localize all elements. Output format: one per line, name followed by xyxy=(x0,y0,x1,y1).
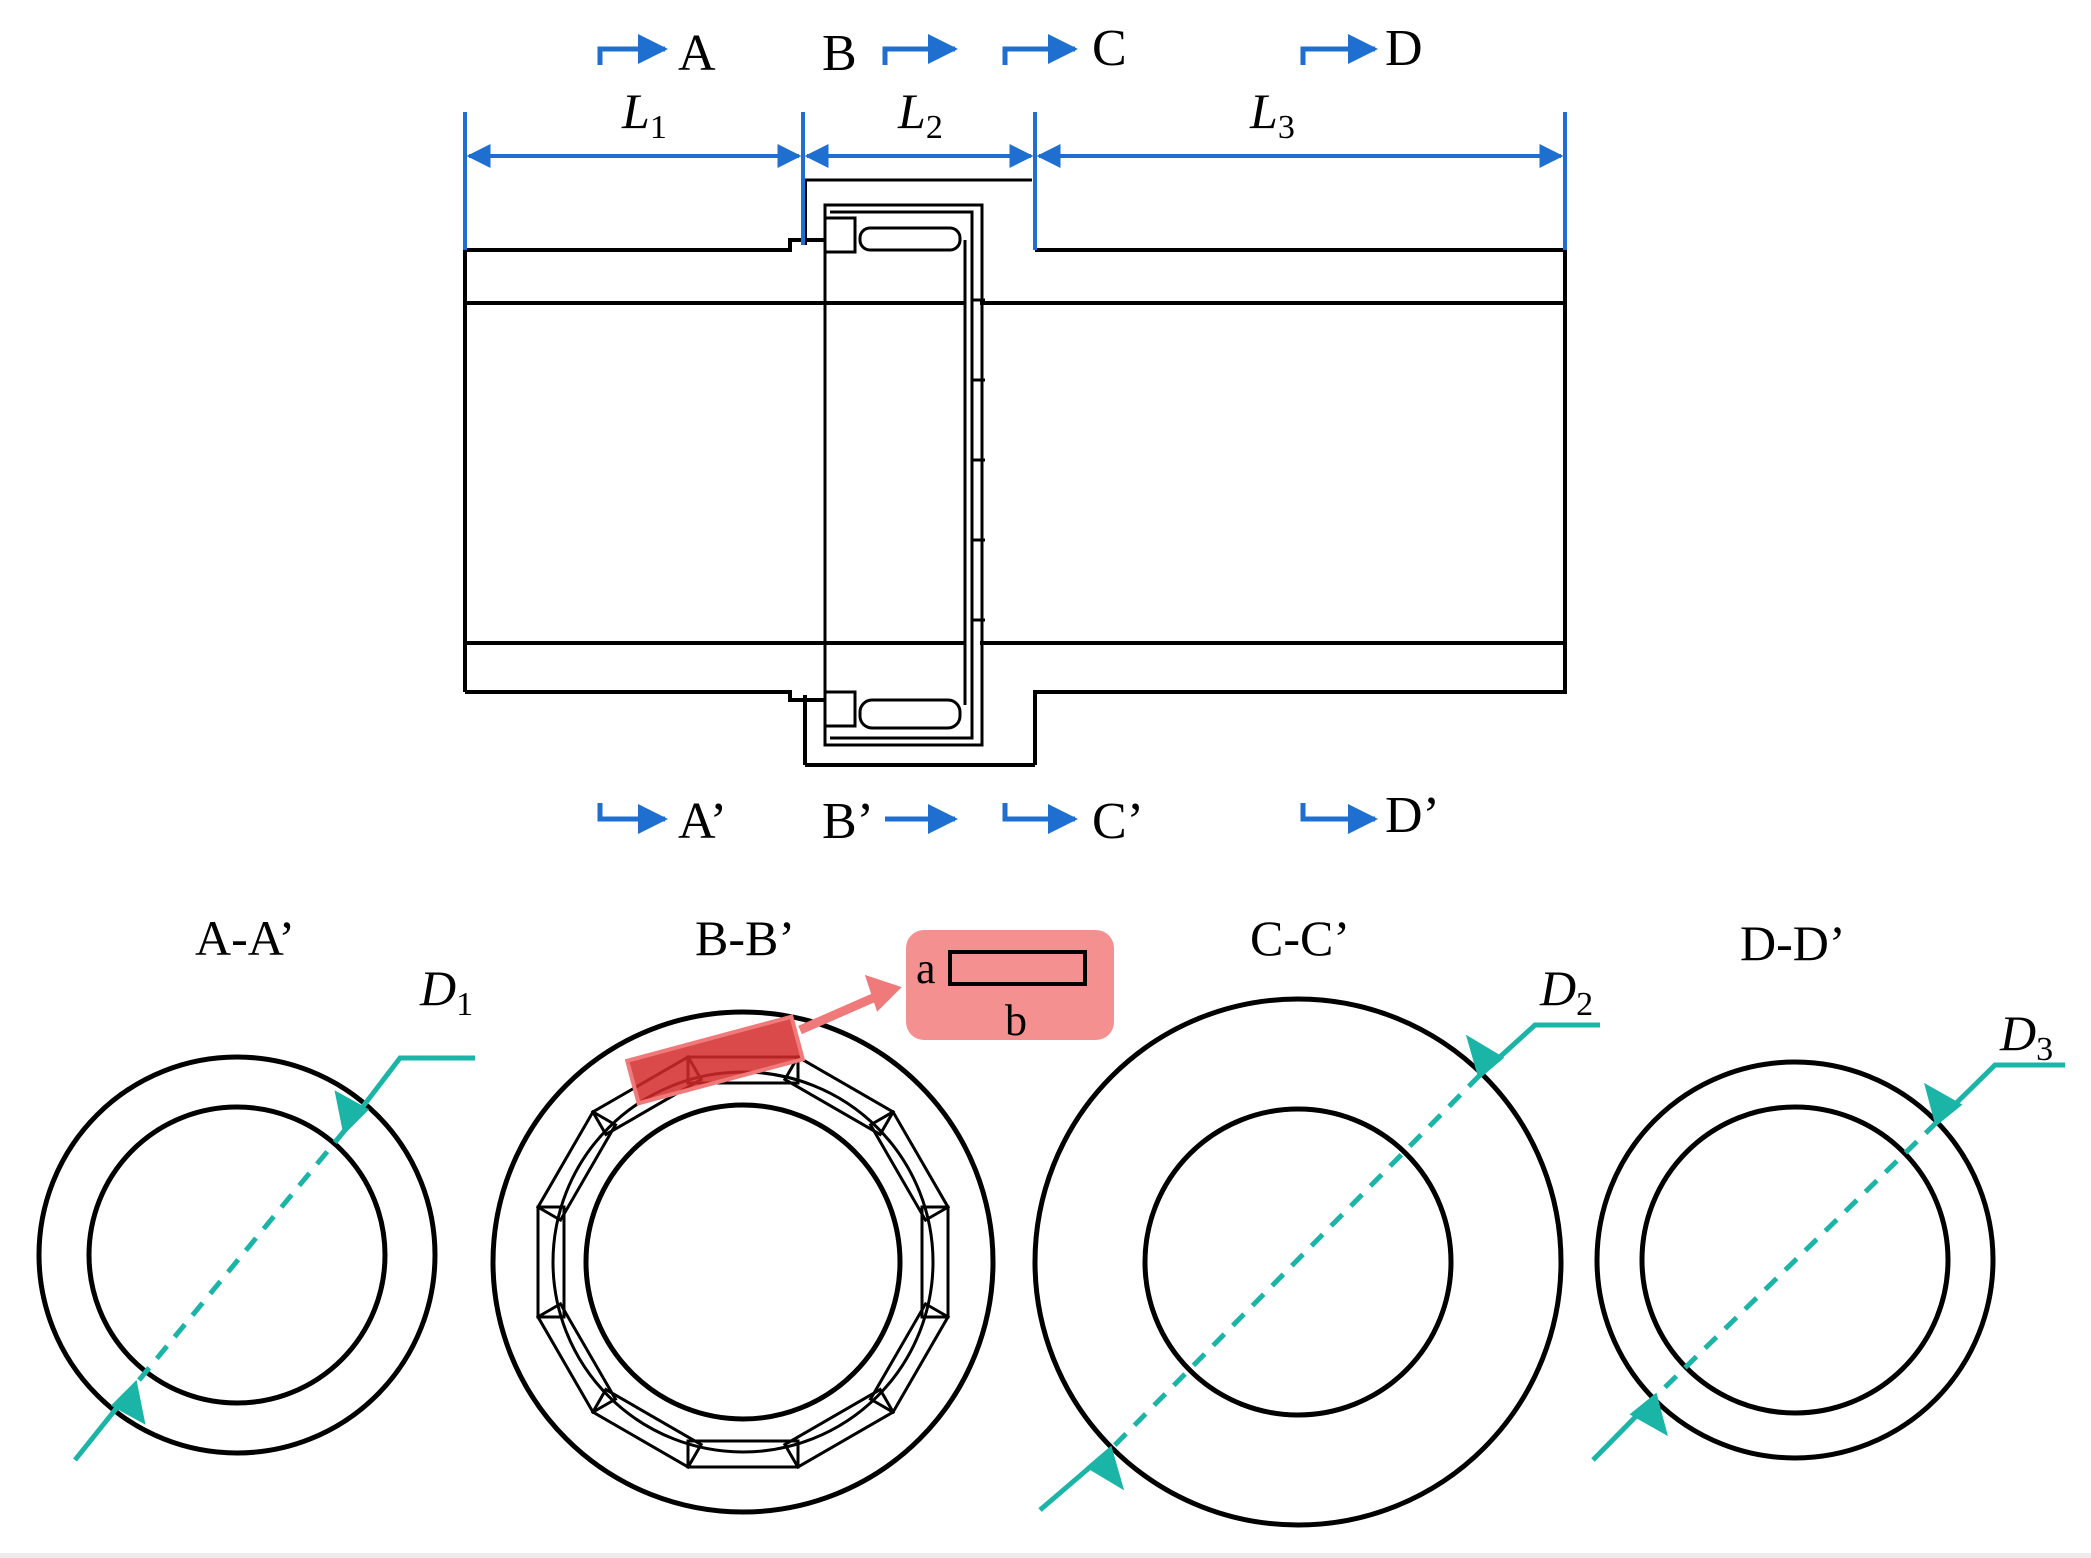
section-label-b-prime: B’ xyxy=(822,793,874,850)
length-label-1: L1 xyxy=(621,83,667,146)
section-labels-bottom: A’ B’ C’ D’ xyxy=(678,787,1440,850)
section-label-c: C xyxy=(1092,20,1127,77)
inset-label-a: a xyxy=(916,944,936,993)
section-label-a: A xyxy=(678,25,716,82)
diameter-label-2: D2 xyxy=(1539,960,1593,1023)
length-label-3: L3 xyxy=(1249,83,1295,146)
section-label-c-prime: C’ xyxy=(1092,793,1144,850)
section-view-d xyxy=(1594,1059,1996,1461)
section-title-c: C-C’ xyxy=(1250,910,1350,966)
diameter-labels: D1 D2 D3 xyxy=(419,960,2053,1068)
section-title-b: B-B’ xyxy=(695,910,795,966)
section-label-d-prime: D’ xyxy=(1385,787,1440,844)
section-view-b xyxy=(490,974,996,1515)
highlight-pointer xyxy=(798,990,882,1035)
diameter-label-3: D3 xyxy=(1999,1005,2053,1068)
right-pipe xyxy=(980,178,1567,765)
section-label-a-prime: A’ xyxy=(678,793,727,850)
section-label-b: B xyxy=(822,25,857,82)
highlighted-roller xyxy=(624,1014,806,1106)
section-view-a xyxy=(36,1054,438,1456)
housing xyxy=(803,178,1035,767)
section-titles: A-A’ B-B’ C-C’ D-D’ xyxy=(195,910,1846,971)
section-title-a: A-A’ xyxy=(195,910,295,966)
inset-label-b: b xyxy=(1005,996,1027,1045)
bearing-rollers xyxy=(535,1054,951,1470)
section-arrows-top xyxy=(597,34,1378,65)
roller-inset: a b xyxy=(906,930,1114,1045)
dimension-lines xyxy=(463,112,1567,250)
coupling-shell xyxy=(823,203,985,747)
length-label-2: L2 xyxy=(897,83,943,146)
section-labels-top: A B C D xyxy=(678,20,1423,82)
left-pipe xyxy=(463,238,965,702)
section-view-c xyxy=(1032,996,1564,1528)
footer-band xyxy=(0,1553,2091,1558)
diameter-indicators xyxy=(73,1022,2065,1512)
section-label-d: D xyxy=(1385,20,1423,77)
section-title-d: D-D’ xyxy=(1740,915,1846,971)
highlight-pointer-head xyxy=(864,974,902,1012)
length-labels: L1 L2 L3 xyxy=(621,83,1295,146)
side-view xyxy=(463,178,1567,767)
diameter-label-1: D1 xyxy=(419,960,473,1023)
section-arrows-bottom xyxy=(597,803,1378,834)
